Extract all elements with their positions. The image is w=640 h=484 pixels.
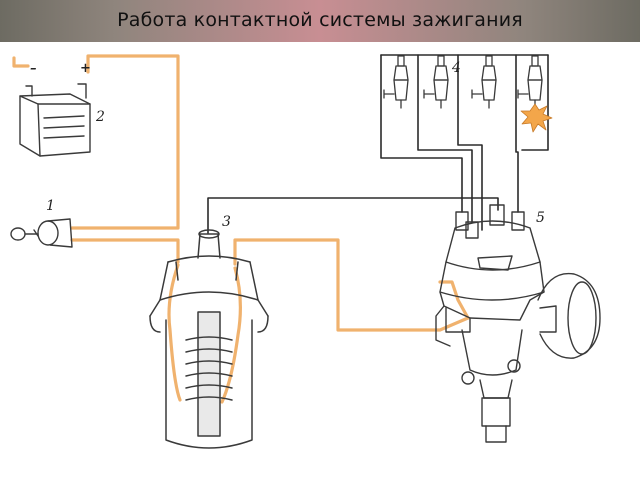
ignition-coil bbox=[149, 229, 269, 449]
distributor bbox=[435, 204, 601, 443]
callout-coil: 3 bbox=[222, 214, 231, 230]
callout-switch: 1 bbox=[46, 198, 55, 214]
slide-title: Работа контактной системы зажигания bbox=[117, 9, 523, 31]
title-bar: Работа контактной системы зажигания bbox=[0, 0, 640, 42]
callout-distributor: 5 bbox=[536, 210, 545, 226]
high-voltage-wires bbox=[207, 54, 549, 234]
spark-icon bbox=[520, 103, 553, 133]
ignition-switch bbox=[10, 218, 73, 248]
low-voltage-wires bbox=[12, 54, 470, 404]
spark-plugs bbox=[383, 55, 543, 109]
diagram-stage: 1 2 3 4 5 – + bbox=[0, 42, 640, 480]
spark-plug-3 bbox=[471, 55, 497, 109]
battery bbox=[19, 83, 91, 157]
ignition-diagram: 1 2 3 4 5 – + bbox=[10, 54, 601, 449]
spark-plug-1 bbox=[383, 55, 409, 109]
callout-plugs: 4 bbox=[451, 60, 461, 76]
spark-plug-4 bbox=[517, 55, 543, 107]
battery-plus-sign: + bbox=[80, 61, 91, 76]
callout-battery: 2 bbox=[95, 109, 105, 125]
battery-minus-sign: – bbox=[30, 61, 37, 76]
spark-plug-2 bbox=[423, 55, 449, 109]
